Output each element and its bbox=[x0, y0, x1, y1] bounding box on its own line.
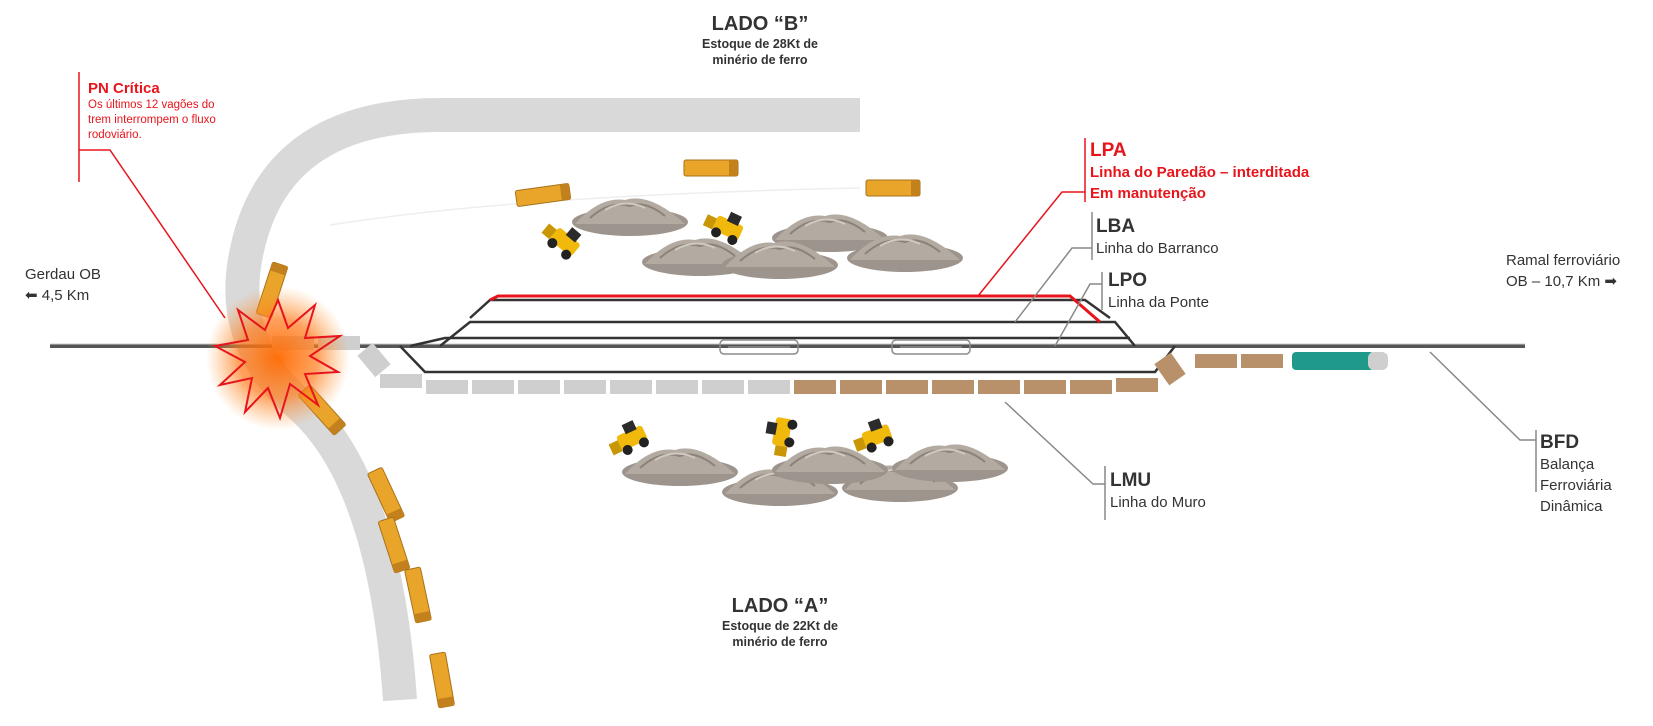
side-a-label: LADO “A” Estoque de 22Kt de minério de f… bbox=[680, 594, 880, 650]
lba-code: LBA bbox=[1096, 216, 1136, 237]
arrow-right-icon: ➡ bbox=[1604, 273, 1617, 290]
track-lpa bbox=[489, 294, 1101, 324]
empty-wagons bbox=[380, 374, 790, 394]
gerdau-distance-value: 4,5 Km bbox=[41, 287, 90, 304]
lba-name: Linha do Barranco bbox=[1096, 240, 1219, 257]
lpa-line2: Em manutenção bbox=[1090, 185, 1206, 202]
yard-tracks bbox=[399, 298, 1176, 374]
lmu-code: LMU bbox=[1110, 470, 1152, 491]
ramal-line2: OB – 10,7 Km ➡ bbox=[1506, 271, 1620, 292]
ramal-line1: Ramal ferroviário bbox=[1506, 252, 1621, 269]
lpo-name: Linha da Ponte bbox=[1108, 294, 1209, 311]
stockpiles-side-a bbox=[621, 443, 1009, 507]
loaded-wagons bbox=[794, 352, 1283, 394]
bfd-leader bbox=[1429, 351, 1537, 492]
lmu-leader bbox=[1004, 401, 1106, 520]
rail-coupling-markers bbox=[719, 339, 971, 355]
lpa-callout: LPA Linha do Paredão – interditada Em ma… bbox=[1090, 140, 1309, 204]
pn-critica-callout: PN Crítica Os últimos 12 vagões do trem … bbox=[88, 80, 223, 143]
pn-title: PN Crítica bbox=[88, 80, 160, 97]
side-a-desc-line2: minério de ferro bbox=[732, 635, 828, 649]
lba-callout: LBA Linha do Barranco bbox=[1096, 216, 1219, 259]
lba-leader bbox=[1014, 212, 1093, 323]
lpa-code: LPA bbox=[1090, 140, 1127, 161]
side-b-desc-line1: Estoque de 28Kt de bbox=[702, 37, 818, 51]
bfd-line1: Balança bbox=[1540, 456, 1595, 473]
bfd-code: BFD bbox=[1540, 432, 1580, 453]
gerdau-label: Gerdau OB ⬅ 4,5 Km bbox=[25, 264, 101, 306]
side-a-desc-line1: Estoque de 22Kt de bbox=[722, 619, 838, 633]
bfd-line2: Ferroviária bbox=[1540, 477, 1612, 494]
lpo-code: LPO bbox=[1108, 270, 1148, 291]
track-lpo bbox=[409, 336, 1130, 348]
side-a-title: LADO “A” bbox=[731, 595, 829, 617]
arrow-left-icon: ⬅ bbox=[25, 287, 38, 304]
lpo-leader bbox=[1054, 272, 1103, 347]
bfd-callout: BFD Balança Ferroviária Dinâmica bbox=[1540, 432, 1612, 517]
lpo-callout: LPO Linha da Ponte bbox=[1108, 270, 1209, 313]
lmu-name: Linha do Muro bbox=[1110, 494, 1206, 511]
pn-leader bbox=[78, 72, 226, 319]
gerdau-distance: ⬅ 4,5 Km bbox=[25, 285, 101, 306]
locomotive bbox=[1292, 352, 1388, 370]
track-lmu bbox=[399, 345, 1176, 374]
ramal-distance: OB – 10,7 Km bbox=[1506, 273, 1601, 290]
bfd-line3: Dinâmica bbox=[1540, 498, 1603, 515]
track-lba-inner bbox=[469, 298, 1111, 320]
gerdau-name: Gerdau OB bbox=[25, 266, 101, 283]
track-lba bbox=[439, 320, 1136, 347]
lmu-callout: LMU Linha do Muro bbox=[1110, 470, 1206, 513]
side-b-label: LADO “B” Estoque de 28Kt de minério de f… bbox=[660, 12, 860, 68]
side-b-desc-line2: minério de ferro bbox=[712, 53, 808, 67]
side-b-title: LADO “B” bbox=[711, 13, 809, 35]
ramal-label: Ramal ferroviário OB – 10,7 Km ➡ bbox=[1506, 250, 1620, 292]
pn-body: Os últimos 12 vagões do trem interrompem… bbox=[88, 99, 216, 141]
lpa-leader bbox=[977, 138, 1086, 297]
lpa-line1: Linha do Paredão – interditada bbox=[1090, 164, 1310, 181]
callout-lines bbox=[78, 72, 1537, 520]
stockpiles-side-b bbox=[571, 197, 964, 280]
explosion-icon bbox=[206, 286, 350, 430]
